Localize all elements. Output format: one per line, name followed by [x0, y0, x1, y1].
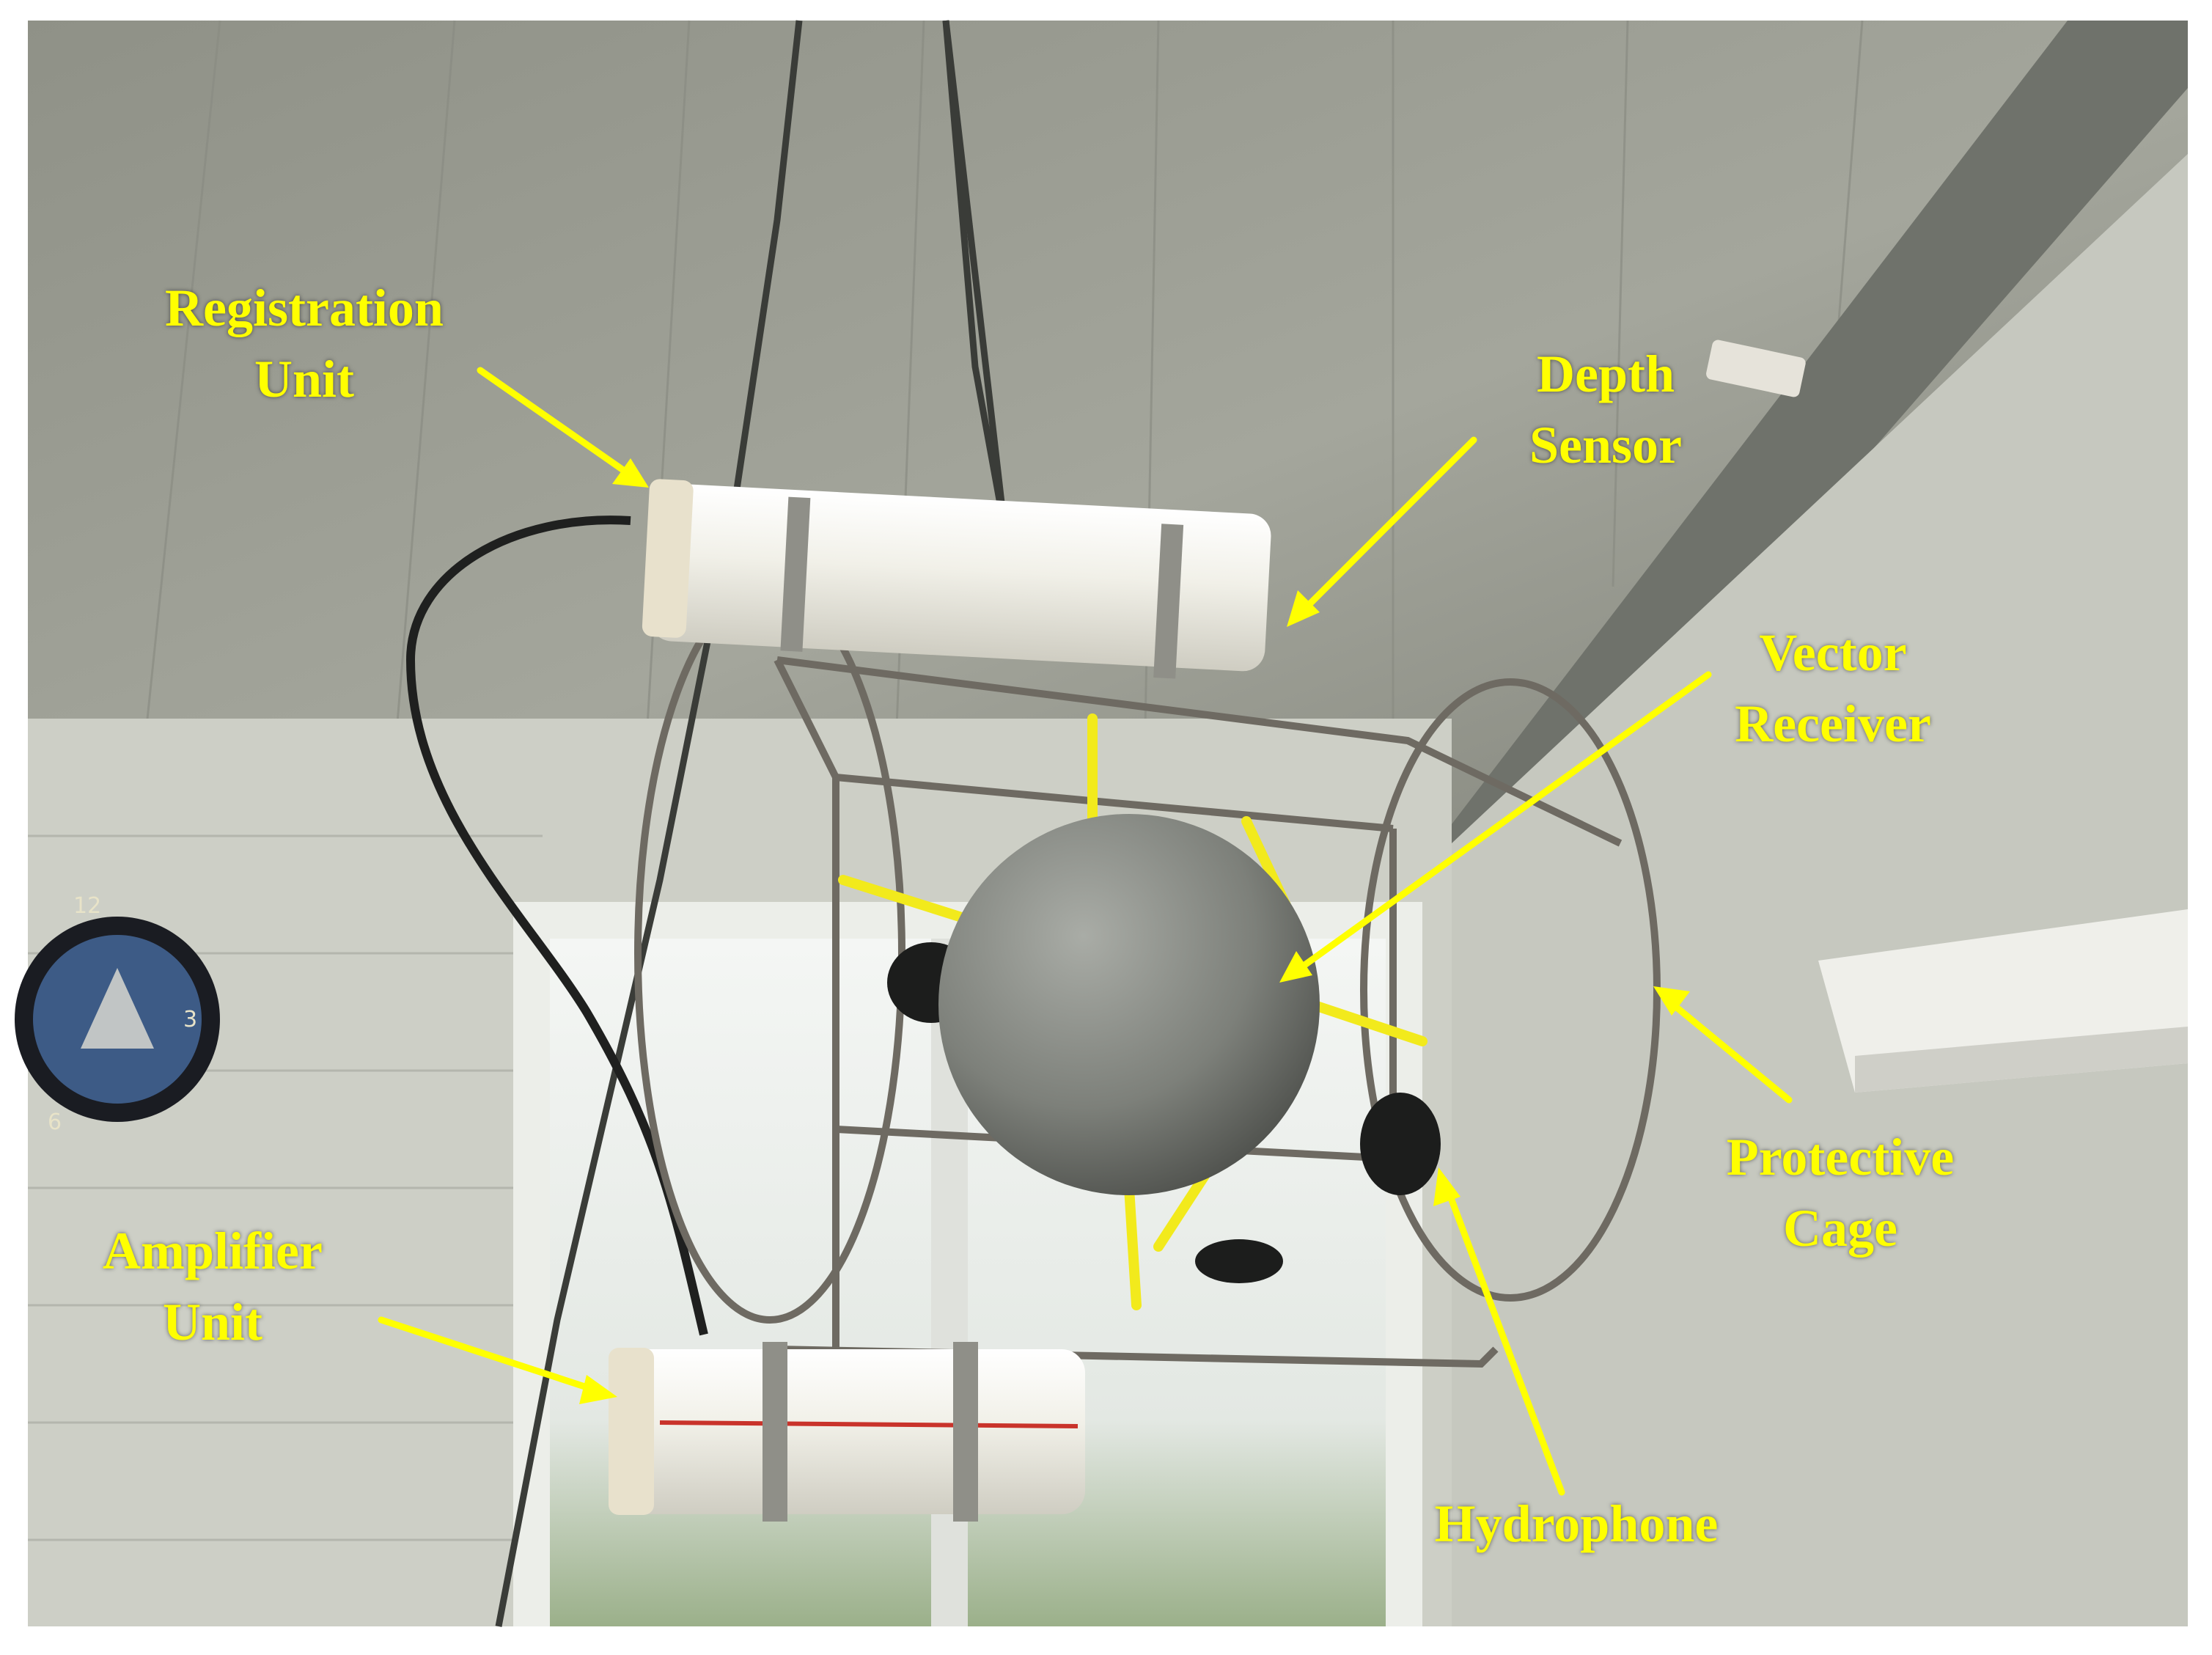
ceiling-beam: [1437, 21, 2188, 865]
label-depth-sensor: Depth Sensor: [1481, 339, 1730, 481]
arrow-vector: [1287, 671, 1712, 979]
label-amplifier-line1: Amplifier: [103, 1222, 323, 1280]
amplifier-tube: [609, 1342, 1085, 1522]
vector-receiver-sphere: [938, 814, 1320, 1195]
annotation-arrows: [378, 367, 1793, 1496]
clock-numeral-12: 12: [73, 893, 101, 919]
hydrophones: [887, 942, 1441, 1283]
label-vector-line2: Receiver: [1735, 694, 1931, 754]
air-conditioner: [1818, 909, 2188, 1093]
label-depth-line2: Sensor: [1529, 416, 1683, 475]
label-registration-line2: Unit: [254, 350, 355, 409]
arrow-registration: [477, 367, 642, 484]
clock-numeral-3: 3: [183, 1007, 197, 1032]
clock-numeral-6: 6: [48, 1109, 62, 1135]
label-protective-cage: Protective Cage: [1672, 1122, 2009, 1264]
label-depth-line1: Depth: [1536, 345, 1675, 403]
wall-clock: 12 3 6: [15, 893, 220, 1135]
label-registration-unit: Registration Unit: [128, 273, 480, 415]
registration-tube: [642, 479, 1271, 679]
label-amplifier-line2: Unit: [162, 1293, 263, 1352]
arrow-depth: [1294, 436, 1477, 620]
arrow-protective: [1661, 994, 1793, 1104]
label-vector-receiver: Vector Receiver: [1679, 617, 1987, 760]
label-hydrophone-line1: Hydrophone: [1434, 1494, 1719, 1553]
label-protective-line2: Cage: [1783, 1199, 1897, 1258]
label-protective-line1: Protective: [1726, 1128, 1955, 1186]
label-amplifier-unit: Amplifier Unit: [73, 1216, 352, 1358]
arrow-amplifier: [378, 1316, 609, 1397]
arrow-hydrophone: [1441, 1177, 1565, 1496]
light-fixture: [1706, 340, 1806, 397]
label-registration-line1: Registration: [165, 279, 444, 337]
right-wall: [1452, 154, 2188, 1626]
label-hydrophone: Hydrophone: [1386, 1489, 1767, 1560]
label-vector-line1: Vector: [1759, 623, 1907, 682]
